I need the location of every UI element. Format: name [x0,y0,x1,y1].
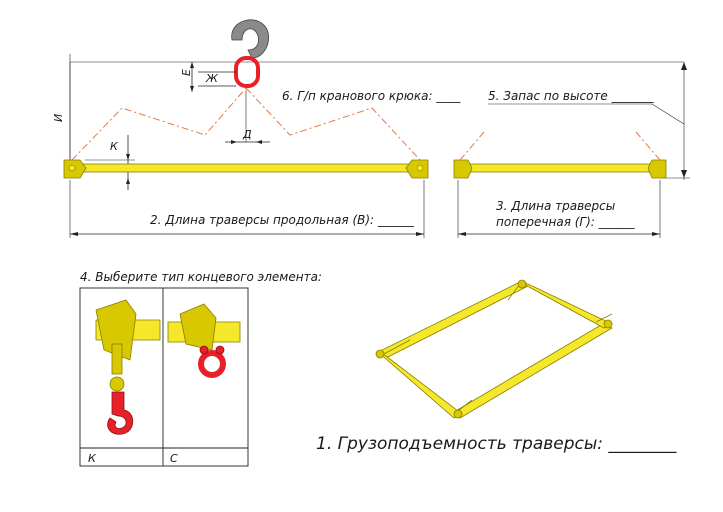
dimension-length-cross: 3. Длина траверсы поперечная (Г): ______ [457,180,661,238]
height-reserve-label: 5. Запас по высоте _______ [488,89,655,103]
hook-capacity-label: 6. Г/п кранового крюка: ____ [282,89,461,103]
length-cross-label-1: 3. Длина траверсы [496,199,615,213]
dim-i-label: И [52,114,65,122]
end-element-k-option[interactable]: К [88,299,161,465]
dimension-zh-e: Ж Е [180,62,236,92]
longitudinal-beam [63,159,429,179]
end-element-c-shackle [167,303,241,378]
dim-k-label: К [110,140,119,153]
dimension-i: И [52,62,71,170]
crane-hook-icon [231,19,269,88]
end-element-table [79,287,249,467]
height-reserve: 5. Запас по высоте _______ [488,89,685,125]
option-c-label: С [170,452,178,465]
cross-beam [453,131,667,179]
dim-d-label: Д [242,128,252,141]
dimension-d: Д [225,128,270,144]
dim-e-label: Е [180,69,193,76]
dimension-k: К [85,135,135,190]
end-element-c-option[interactable]: С [167,303,241,465]
end-element-title: 4. Выберите тип концевого элемента: [80,270,322,284]
end-element-k-hook [95,299,161,435]
dimension-length-long: 2. Длина траверсы продольная (В): ______ [69,180,425,238]
length-cross-label-2: поперечная (Г): ______ [496,215,636,229]
option-k-label: К [88,452,97,465]
spreader-frame-3d [375,279,613,419]
dim-zh-label: Ж [205,72,219,85]
sling-lines [71,87,421,161]
capacity-label: 1. Грузоподъемность траверсы: ________ [316,434,677,454]
length-long-label: 2. Длина траверсы продольная (В): ______ [150,213,415,227]
top-reference-line [69,54,690,180]
